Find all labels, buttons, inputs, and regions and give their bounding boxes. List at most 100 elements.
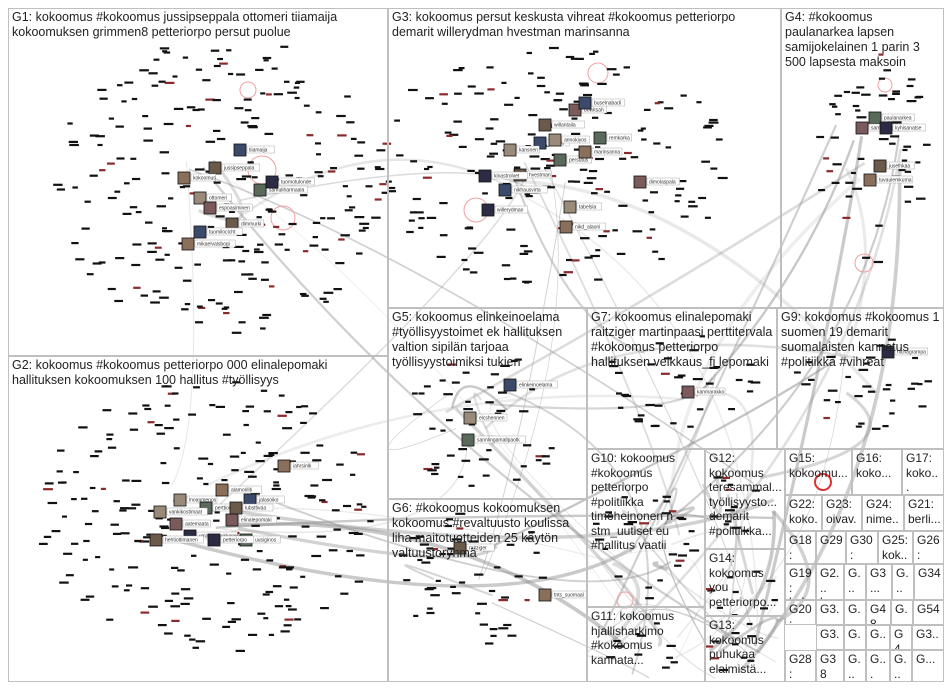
vertex: [704, 124, 714, 127]
vertex: [604, 190, 611, 193]
vertex: [330, 167, 337, 170]
vertex-avatar: [559, 220, 573, 234]
vertex: [721, 479, 727, 482]
hub-vertex: raitziger: [453, 541, 495, 555]
vertex: [416, 535, 424, 538]
vertex: [742, 529, 750, 532]
group-box-g20: G20: joc...: [785, 600, 816, 625]
vertex: [75, 258, 85, 261]
vertex: [348, 531, 359, 535]
vertex: [327, 217, 335, 220]
vertex: [84, 200, 91, 203]
group-label-g46: G...: [848, 652, 861, 681]
vertex: [109, 568, 115, 571]
vertex: [433, 466, 440, 469]
vertex: [446, 454, 455, 457]
vertex: [156, 205, 166, 208]
vertex: [115, 125, 124, 128]
vertex: [139, 69, 149, 72]
vertex: [111, 585, 119, 588]
vertex-avatar: [881, 345, 895, 359]
vertex: [487, 88, 495, 91]
vertex: [664, 107, 674, 110]
vertex: [148, 605, 158, 608]
vertex: [47, 501, 58, 505]
vertex: [546, 164, 555, 167]
vertex: [722, 476, 730, 479]
vertex: [463, 408, 473, 411]
vertex-avatar: [578, 145, 592, 159]
vertex: [674, 376, 684, 379]
vertex: [65, 574, 74, 577]
vertex: [747, 380, 753, 383]
vertex: [489, 628, 498, 631]
group-box-g54: G54: [913, 600, 944, 625]
vertex: [337, 134, 347, 137]
vertex: [832, 105, 838, 108]
vertex: [80, 598, 90, 601]
vertex: [647, 363, 655, 366]
vertex: [501, 81, 507, 84]
vertex: [882, 388, 891, 391]
vertex: [59, 581, 69, 584]
vertex: [417, 558, 423, 562]
vertex: [300, 575, 306, 578]
vertex: [654, 622, 660, 625]
vertex: [514, 575, 523, 578]
vertex: [687, 425, 694, 428]
vertex: [674, 200, 680, 203]
group-box-g43: G...: [866, 625, 890, 650]
group-box-g26: G26: #ko...: [913, 531, 944, 564]
vertex: [144, 407, 152, 411]
vertex: [130, 157, 137, 160]
group-label-g39: G...: [848, 602, 861, 625]
vertex: [698, 196, 707, 200]
vertex-label: persutus: [569, 158, 589, 164]
vertex: [553, 99, 563, 102]
vertex: [571, 132, 581, 135]
highlight-ring: [814, 473, 832, 491]
vertex-label: tnts_suomaal: [554, 593, 584, 599]
vertex: [735, 378, 743, 382]
vertex: [327, 170, 336, 173]
vertex: [129, 428, 139, 431]
vertex: [121, 100, 127, 103]
vertex: [120, 507, 129, 510]
vertex: [637, 129, 644, 132]
vertex: [53, 183, 63, 186]
vertex: [498, 599, 508, 602]
vertex: [595, 157, 604, 161]
vertex: [862, 385, 872, 388]
vertex: [923, 143, 931, 146]
vertex: [147, 250, 157, 253]
vertex: [162, 50, 168, 53]
vertex: [254, 250, 264, 254]
vertex: [490, 373, 499, 376]
hub-vertex: willerydman: [481, 203, 528, 217]
group-box-g28: G28: #ko...: [785, 650, 816, 682]
vertex: [157, 624, 167, 627]
vertex: [135, 211, 142, 214]
vertex: [164, 632, 173, 635]
vertex: [133, 286, 141, 289]
vertex-label: kanmarakko: [697, 390, 724, 396]
vertex: [583, 181, 593, 184]
vertex: [842, 216, 851, 219]
vertex: [182, 279, 192, 282]
edge: [706, 390, 754, 592]
vertex: [524, 193, 531, 196]
vertex: [128, 566, 139, 569]
vertex: [576, 57, 584, 60]
vertex: [901, 159, 908, 162]
vertex: [503, 623, 512, 627]
vertex: [827, 389, 838, 392]
edge: [237, 526, 498, 559]
vertex: [222, 625, 230, 628]
vertex: [321, 248, 329, 251]
edge: [617, 148, 902, 646]
vertex: [559, 273, 567, 277]
vertex: [288, 608, 297, 611]
vertex: [338, 238, 345, 241]
vertex: [806, 361, 813, 364]
